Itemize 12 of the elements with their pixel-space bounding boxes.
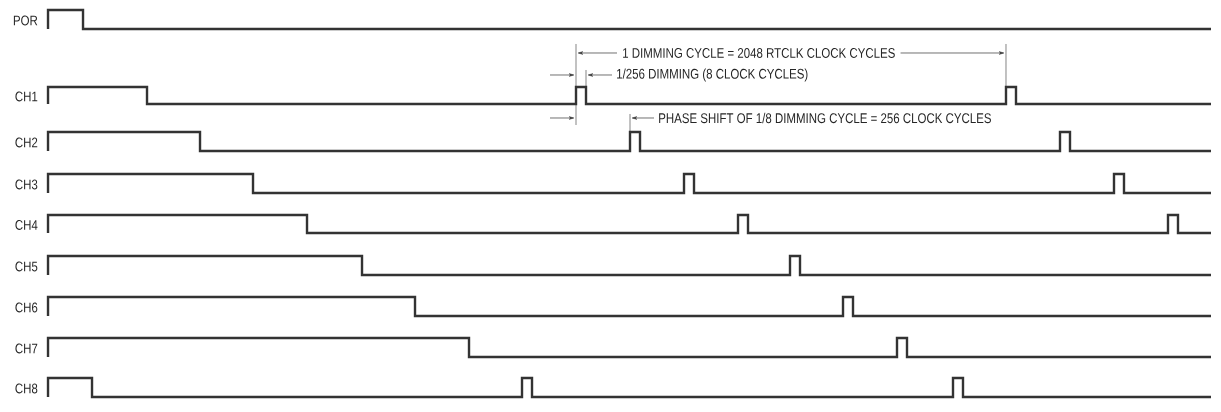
signal-label: CH7 bbox=[15, 343, 38, 354]
signal-label: CH5 bbox=[15, 261, 38, 272]
signal-label: CH4 bbox=[15, 220, 38, 230]
signal-label: POR bbox=[13, 15, 38, 26]
signal-label: CH2 bbox=[15, 137, 38, 148]
annotation-text: 1 DIMMING CYCLE = 2048 RTCLK CLOCK CYCLES bbox=[623, 48, 895, 58]
annotation-text: PHASE SHIFT OF 1/8 DIMMING CYCLE = 256 CLOCK CYCLES bbox=[659, 112, 991, 124]
annotation-text: 1/256 DIMMING (8 CLOCK CYCLES) bbox=[617, 68, 808, 82]
signal-label: CH3 bbox=[15, 179, 38, 190]
signal-label: CH8 bbox=[15, 383, 38, 394]
signal-label: CH6 bbox=[15, 302, 38, 313]
signal-label: CH1 bbox=[15, 91, 38, 102]
